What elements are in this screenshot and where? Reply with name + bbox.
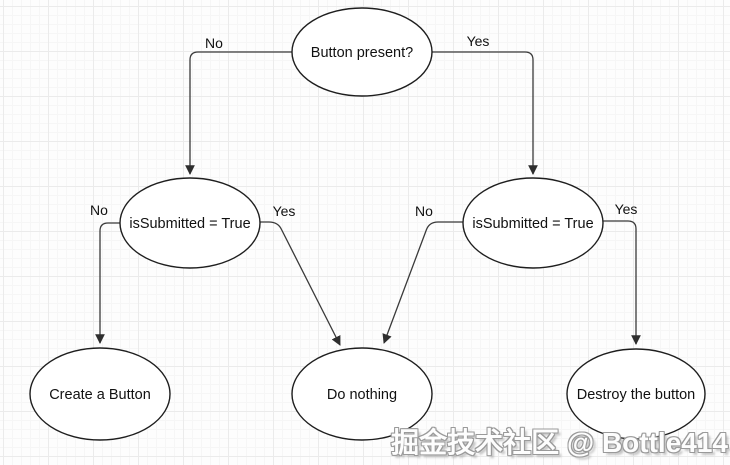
node-create-a-button-label: Create a Button	[49, 387, 151, 403]
node-button-present: Button present?	[291, 7, 433, 97]
edge-issubmitted-right-no	[382, 221, 464, 344]
node-issubmitted-left-label: isSubmitted = True	[129, 216, 250, 232]
edge-button-present-yes	[431, 51, 538, 175]
edge-label-no-mid-right: No	[415, 203, 433, 219]
edge-label-yes-top-right: Yes	[467, 33, 490, 49]
node-issubmitted-right-shape	[462, 177, 604, 269]
node-do-nothing-shape	[291, 347, 433, 441]
node-issubmitted-left: isSubmitted = True	[119, 177, 261, 269]
node-do-nothing: Do nothing	[291, 347, 433, 441]
node-issubmitted-left-shape	[119, 177, 261, 269]
node-issubmitted-right-label: isSubmitted = True	[472, 216, 593, 232]
node-create-a-button: Create a Button	[29, 347, 171, 441]
edge-label-no-mid-left: No	[90, 202, 108, 218]
edge-label-yes-mid-right: Yes	[615, 201, 638, 217]
node-issubmitted-right: isSubmitted = True	[462, 177, 604, 269]
node-button-present-label: Button present?	[311, 45, 413, 61]
edge-issubmitted-left-yes	[260, 221, 341, 346]
node-destroy-the-button-label: Destroy the button	[577, 387, 696, 403]
node-destroy-the-button: Destroy the button	[566, 348, 706, 440]
node-create-a-button-shape	[29, 347, 171, 441]
node-do-nothing-label: Do nothing	[327, 387, 397, 403]
node-destroy-the-button-shape	[566, 348, 706, 440]
edge-issubmitted-left-no	[95, 222, 120, 344]
node-button-present-shape	[291, 7, 433, 97]
edge-issubmitted-right-yes	[603, 220, 641, 345]
edge-label-no-top-left: No	[205, 35, 223, 51]
edge-label-yes-mid-left: Yes	[273, 203, 296, 219]
edge-button-present-no	[185, 51, 292, 175]
juejin-watermark: 掘金技术社区 @ Bottle414	[391, 427, 728, 458]
